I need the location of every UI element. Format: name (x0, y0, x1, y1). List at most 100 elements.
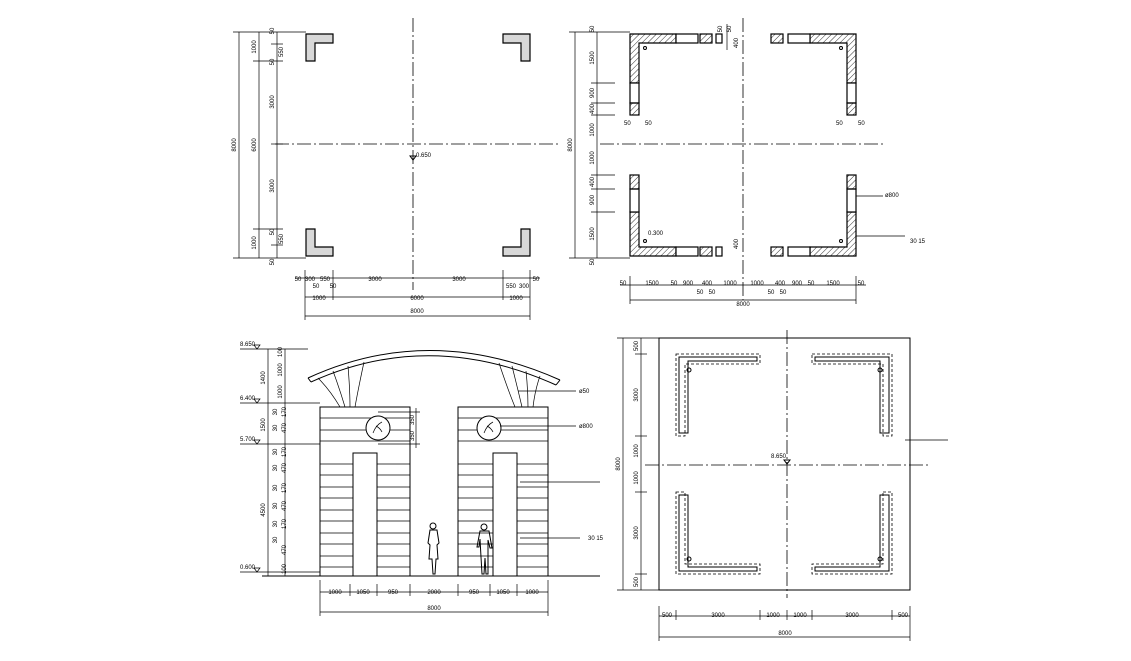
svg-text:50: 50 (858, 281, 865, 287)
svg-text:50: 50 (270, 58, 276, 65)
elevation-pier-joints (320, 417, 548, 568)
svg-text:1050: 1050 (356, 590, 370, 596)
svg-text:0.600: 0.600 (240, 565, 256, 571)
svg-text:1000: 1000 (278, 385, 284, 399)
svg-text:470: 470 (282, 462, 288, 473)
svg-text:1000: 1000 (793, 613, 807, 619)
svg-text:350: 350 (410, 414, 416, 425)
svg-text:30: 30 (273, 502, 279, 509)
plan1-dim-left-c: 1000 (252, 236, 258, 250)
elevation-person-male (476, 523, 493, 575)
svg-text:50: 50 (270, 27, 276, 34)
plan1-dim-left-a: 1000 (252, 40, 258, 54)
svg-text:1000: 1000 (590, 151, 596, 165)
svg-text:550: 550 (279, 46, 285, 57)
svg-text:350: 350 (410, 430, 416, 441)
plan1-level-marker (409, 155, 417, 161)
svg-text:30: 30 (273, 520, 279, 527)
svg-text:1500: 1500 (590, 51, 596, 65)
svg-text:8.650: 8.650 (240, 342, 256, 348)
svg-text:3000: 3000 (368, 277, 382, 283)
plan1-column-bottom-right (502, 228, 531, 257)
svg-text:50: 50 (533, 277, 540, 283)
svg-text:470: 470 (282, 544, 288, 555)
plan2-dim-left-total: 8000 (568, 138, 574, 152)
svg-text:6.400: 6.400 (240, 396, 256, 402)
svg-text:500: 500 (662, 613, 673, 619)
svg-text:50: 50 (697, 290, 704, 296)
svg-text:1000: 1000 (750, 281, 764, 287)
svg-text:550: 550 (320, 277, 331, 283)
svg-text:50: 50 (330, 284, 337, 290)
svg-text:1000: 1000 (590, 123, 596, 137)
plan1-column-bottom-left (305, 228, 334, 257)
elevation-person-female (427, 522, 440, 575)
svg-text:1500: 1500 (645, 281, 659, 287)
svg-text:1500: 1500 (590, 227, 596, 241)
svg-text:30: 30 (273, 484, 279, 491)
svg-text:170: 170 (282, 518, 288, 529)
svg-text:1000: 1000 (312, 296, 326, 302)
svg-text:170: 170 (282, 446, 288, 457)
svg-text:400: 400 (702, 281, 713, 287)
roof-plan-outline (658, 337, 911, 591)
svg-text:400: 400 (734, 37, 740, 48)
svg-text:100: 100 (282, 563, 288, 574)
svg-text:50: 50 (808, 281, 815, 287)
elevation-canopy-struts (317, 361, 541, 408)
svg-text:500: 500 (634, 340, 640, 351)
svg-text:900: 900 (683, 281, 694, 287)
svg-text:1000: 1000 (766, 613, 780, 619)
svg-text:50: 50 (836, 121, 843, 127)
elevation-circle-ornament-left (365, 415, 391, 441)
elevation-circle-ornament-right (476, 415, 502, 441)
svg-text:300: 300 (519, 284, 530, 290)
svg-text:50: 50 (313, 284, 320, 290)
plan2-wall-top-right (809, 33, 857, 84)
svg-text:50: 50 (768, 290, 775, 296)
plan1-level-text: 0.650 (416, 153, 432, 159)
plan2-diameter-label: ø800 (885, 193, 899, 199)
svg-text:550: 550 (506, 284, 517, 290)
elevation-left-pier (319, 406, 411, 577)
svg-text:950: 950 (469, 590, 480, 596)
svg-text:400: 400 (590, 176, 596, 187)
svg-text:950: 950 (388, 590, 399, 596)
svg-text:400: 400 (775, 281, 786, 287)
svg-text:1000: 1000 (634, 471, 640, 485)
svg-text:170: 170 (282, 406, 288, 417)
svg-text:400: 400 (734, 238, 740, 249)
svg-text:3000: 3000 (711, 613, 725, 619)
svg-text:400: 400 (590, 103, 596, 114)
svg-text:3000: 3000 (452, 277, 466, 283)
svg-text:50: 50 (270, 228, 276, 235)
svg-text:30: 30 (273, 464, 279, 471)
svg-text:6000: 6000 (410, 296, 424, 302)
svg-text:3000: 3000 (634, 526, 640, 540)
elevation-canopy-upper (307, 350, 561, 381)
plan1-dim-left-total: 8000 (232, 138, 238, 152)
svg-text:50: 50 (709, 290, 716, 296)
plan1-dim-inner-b: 3000 (270, 179, 276, 193)
roof-plan-corner-top-right (811, 353, 893, 437)
front-elevation: 350 350 ø800 ø50 30 15 (240, 342, 604, 616)
roof-plan-corner-top-left (675, 353, 761, 437)
elevation-pipe-label: ø50 (579, 389, 590, 395)
svg-text:300: 300 (305, 277, 316, 283)
svg-text:100: 100 (278, 346, 284, 357)
svg-text:30: 30 (273, 424, 279, 431)
elevation-right-pier (457, 406, 549, 577)
elevation-canopy-lower (310, 355, 557, 386)
svg-text:50: 50 (624, 121, 631, 127)
svg-text:1000: 1000 (278, 363, 284, 377)
svg-text:1500: 1500 (261, 418, 267, 432)
svg-text:4500: 4500 (261, 503, 267, 517)
plan2-dim-total: 8000 (736, 302, 750, 308)
plan2-level-text: 0.300 (648, 231, 664, 237)
svg-text:1500: 1500 (826, 281, 840, 287)
svg-text:1050: 1050 (496, 590, 510, 596)
svg-text:470: 470 (282, 500, 288, 511)
svg-text:50: 50 (590, 258, 596, 265)
svg-text:1000: 1000 (328, 590, 342, 596)
plan-view-1: 0.650 8000 1000 6000 1000 3000 3000 50 5… (232, 18, 558, 320)
